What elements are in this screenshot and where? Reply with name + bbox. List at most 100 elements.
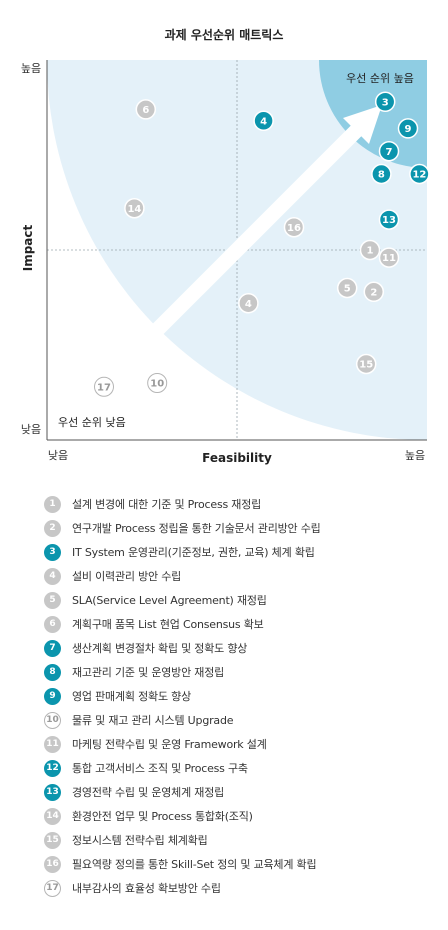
data-point-7: 7 <box>378 140 400 162</box>
data-point-13: 13 <box>378 209 400 230</box>
legend-text: 내부감사의 효율성 확보방안 수립 <box>72 882 221 895</box>
data-point-label: 13 <box>382 215 396 226</box>
data-point-11: 11 <box>378 247 400 268</box>
legend-text: 경영전략 수립 및 운영체계 재정립 <box>72 786 225 799</box>
legend-item-17: 17 내부감사의 효율성 확보방안 수립 <box>44 876 434 900</box>
y-tick-low: 낮음 <box>21 423 41 436</box>
legend-badge: 15 <box>44 831 61 849</box>
legend-text: 영업 판매계획 정확도 향상 <box>72 690 192 703</box>
data-point-label: 17 <box>97 382 111 393</box>
legend: 1 설계 변경에 대한 기준 및 Process 재정립 2 연구개발 Process… <box>44 492 434 900</box>
data-point-label: 14 <box>127 204 141 215</box>
legend-text: 설비 이력관리 방안 수립 <box>72 570 182 583</box>
data-point-marker <box>94 376 114 397</box>
data-point-label: 7 <box>386 147 393 158</box>
data-point-label: 8 <box>378 170 385 181</box>
legend-item-1: 1 설계 변경에 대한 기준 및 Process 재정립 <box>44 492 434 516</box>
data-point-label: 5 <box>344 284 351 295</box>
legend-badge: 16 <box>44 855 61 873</box>
y-tick-high: 높음 <box>21 62 41 75</box>
legend-item-4: 4 설비 이력관리 방안 수립 <box>44 564 434 588</box>
y-axis-title: Impact <box>21 224 35 271</box>
legend-item-5: 5 SLA(Service Level Agreement) 재정립 <box>44 588 434 612</box>
legend-text: 환경안전 업무 및 Process 통합화(조직) <box>72 810 253 823</box>
legend-item-9: 9 영업 판매계획 정확도 향상 <box>44 684 434 708</box>
data-point-marker <box>374 91 396 113</box>
legend-badge: 11 <box>44 735 61 753</box>
legend-badge: 9 <box>44 687 61 705</box>
legend-text: 통합 고객서비스 조직 및 Process 구축 <box>72 762 248 775</box>
legend-badge: 13 <box>44 783 61 801</box>
data-point-label: 11 <box>382 253 396 264</box>
chart-title: 과제 우선순위 매트릭스 <box>165 27 284 42</box>
data-point-label: 10 <box>150 379 164 390</box>
data-point-16: 16 <box>283 216 305 238</box>
data-point-marker <box>378 209 400 230</box>
legend-item-7: 7 생산계획 변경절차 확립 및 정확도 향상 <box>44 636 434 660</box>
legend-badge: 2 <box>44 519 61 537</box>
data-point-9: 9 <box>397 118 419 139</box>
data-point-marker <box>409 163 430 185</box>
priority-matrix-chart: 과제 우선순위 매트릭스 12344567891011121314151617 … <box>21 27 430 465</box>
data-point-marker <box>378 140 400 162</box>
data-point-marker <box>283 216 305 238</box>
legend-item-14: 14 환경안전 업무 및 Process 통합화(조직) <box>44 804 434 828</box>
data-point-17: 17 <box>94 376 114 397</box>
legend-badge: 7 <box>44 639 61 657</box>
data-point-marker <box>359 239 381 261</box>
legend-text: 마케팅 전략수립 및 운영 Framework 설계 <box>72 738 267 751</box>
data-point-15: 15 <box>355 353 377 375</box>
legend-badge: 10 <box>44 711 61 729</box>
legend-badge: 17 <box>44 879 61 897</box>
legend-text: 계획구매 품목 List 현업 Consensus 확보 <box>72 618 264 631</box>
data-point-marker <box>336 277 358 299</box>
legend-badge: 14 <box>44 807 61 825</box>
data-point-2: 2 <box>363 281 385 303</box>
x-tick-low: 낮음 <box>48 449 68 462</box>
data-point-marker <box>363 281 385 303</box>
data-point-1: 1 <box>359 239 381 261</box>
x-tick-high: 높음 <box>405 449 425 462</box>
data-point-label: 1 <box>367 246 374 257</box>
data-point-label: 4 <box>245 299 252 310</box>
data-point-8: 8 <box>371 163 392 185</box>
data-point-label: 15 <box>359 360 373 371</box>
data-point-marker <box>253 110 274 132</box>
data-point-12: 12 <box>409 163 430 185</box>
legend-text: 정보시스템 전략수립 체계확립 <box>72 834 208 847</box>
data-point-6: 6 <box>135 99 157 120</box>
legend-text: 설계 변경에 대한 기준 및 Process 재정립 <box>72 498 262 511</box>
data-point-14: 14 <box>124 197 145 219</box>
data-point-marker <box>355 353 377 375</box>
legend-badge: 5 <box>44 591 61 609</box>
legend-badge: 1 <box>44 495 61 513</box>
data-point-label: 12 <box>412 170 426 181</box>
data-point-label: 3 <box>382 97 389 108</box>
data-point-label: 4 <box>260 116 267 127</box>
legend-badge: 12 <box>44 759 61 777</box>
legend-item-2: 2 연구개발 Process 정립을 통한 기술문서 관리방안 수립 <box>44 516 434 540</box>
legend-item-15: 15 정보시스템 전략수립 체계확립 <box>44 828 434 852</box>
legend-text: IT System 운영관리(기준정보, 권한, 교육) 체계 확립 <box>72 546 315 559</box>
legend-badge: 4 <box>44 567 61 585</box>
data-point-marker <box>238 292 259 314</box>
legend-text: 연구개발 Process 정립을 통한 기술문서 관리방안 수립 <box>72 522 321 535</box>
priority-arrow <box>151 105 382 336</box>
legend-text: 생산계획 변경절차 확립 및 정확도 향상 <box>72 642 248 655</box>
legend-item-11: 11 마케팅 전략수립 및 운영 Framework 설계 <box>44 732 434 756</box>
data-point-10: 10 <box>147 373 168 393</box>
legend-item-13: 13 경영전략 수립 및 운영체계 재정립 <box>44 780 434 804</box>
data-point-label: 16 <box>287 223 301 234</box>
data-point-marker <box>135 99 157 120</box>
high-priority-label: 우선 순위 높음 <box>346 72 414 85</box>
legend-badge: 8 <box>44 663 61 681</box>
data-point-label: 9 <box>405 124 412 135</box>
legend-text: SLA(Service Level Agreement) 재정립 <box>72 594 267 607</box>
data-point-marker <box>147 373 168 393</box>
